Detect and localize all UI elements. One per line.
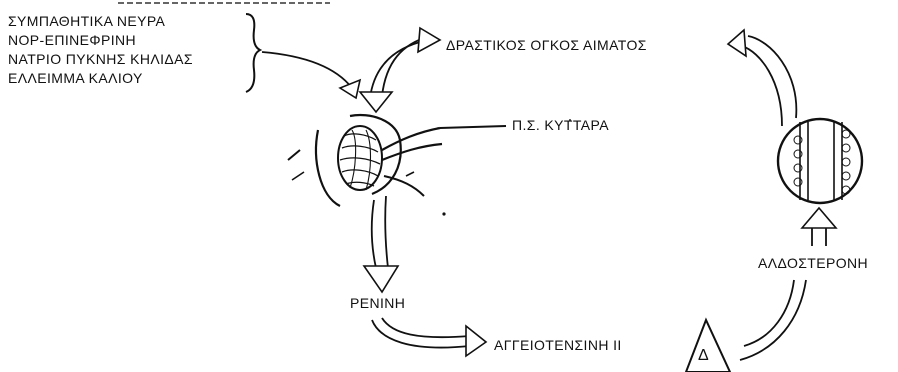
factor-label: ΝΑΤΡΙΟ ΠΥΚΝΗΣ ΚΗΛΙΔΑΣ — [8, 50, 193, 69]
cell-to-renin-arrow — [372, 196, 388, 268]
renin-to-angiotensin-arrow — [372, 318, 470, 348]
stimulating-factors-list: ΣΥΜΠΑΘΗΤΙΚΑ ΝΕΥΡΑ ΝΟΡ-ΕΠΙΝΕΦΡΙΝΗ ΝΑΤΡΙΟ … — [8, 12, 193, 88]
vessel-to-volume-arrow — [742, 36, 796, 126]
adrenal-symbol-label: Δ — [698, 346, 709, 365]
adrenal-to-aldosterone-arrow — [740, 280, 806, 360]
volume-to-cell-arrow — [370, 42, 420, 98]
angiotensin-label: ΑΓΓΕΙΟΤΕΝΣΙΝΗ ΙΙ — [494, 336, 622, 355]
aldosterone-to-vessel-arrow — [812, 226, 826, 246]
jg-cells-label: Π.Σ. ΚΥΤΤΑΡΑ — [512, 116, 609, 135]
aldosterone-label: ΑΛΔΟΣΤΕΡΟΝΗ — [758, 254, 868, 273]
juxtaglomerular-cell-icon — [288, 115, 442, 206]
factor-label: ΕΛΛΕΙΜΜΑ ΚΑΛΙΟΥ — [8, 69, 193, 88]
blood-vessel-icon — [778, 119, 862, 203]
factors-brace — [246, 14, 260, 92]
factors-to-cell-arrow — [262, 52, 352, 88]
blood-volume-label: ΔΡΑΣΤΙΚΟΣ ΟΓΚΟΣ ΑΙΜΑΤΟΣ — [446, 36, 647, 55]
factor-label: ΝΟΡ-ΕΠΙΝΕΦΡΙΝΗ — [8, 31, 193, 50]
factor-label: ΣΥΜΠΑΘΗΤΙΚΑ ΝΕΥΡΑ — [8, 12, 193, 31]
jg-cells-pointer — [440, 126, 506, 128]
renin-label: ΡΕΝΙΝΗ — [350, 294, 405, 313]
